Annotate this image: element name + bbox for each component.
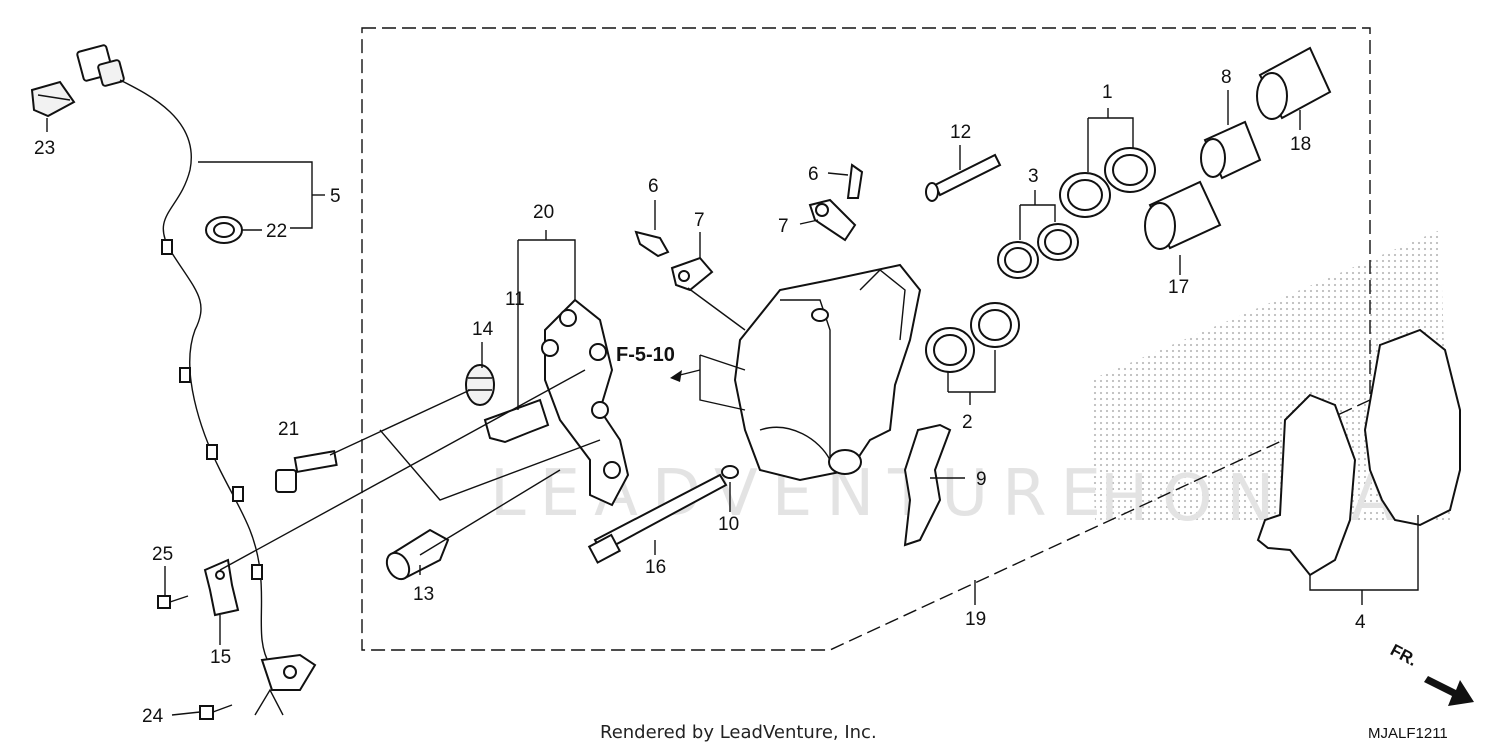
callout-6-left: 6 (648, 176, 659, 197)
callout-25: 25 (152, 544, 173, 565)
brake-pads-4 (1256, 328, 1461, 577)
front-direction-indicator: FR. (1387, 640, 1474, 706)
callout-17: 17 (1168, 277, 1189, 298)
callout-22: 22 (266, 221, 287, 242)
pad-spring-9 (903, 423, 952, 547)
reference-link-f-5-10[interactable]: F-5-10 (616, 344, 675, 366)
pin-13 (385, 528, 450, 581)
caliper-bracket-20 (541, 298, 630, 507)
bracket-15 (203, 558, 240, 617)
direction-label: FR. (1387, 640, 1420, 670)
callout-19: 19 (965, 609, 986, 630)
pin-16 (587, 473, 728, 564)
callout-15: 15 (210, 647, 231, 668)
callout-7-left: 7 (694, 210, 705, 231)
pin-12 (925, 153, 1002, 202)
bolt-24 (199, 704, 233, 720)
clip-23 (30, 80, 76, 118)
caliper-body (733, 263, 922, 482)
piston-18 (1256, 46, 1332, 120)
diagram-code: MJALF1211 (1368, 725, 1448, 742)
callout-6-right: 6 (808, 164, 819, 185)
boot-14 (465, 364, 495, 406)
direction-arrow-icon (1424, 676, 1474, 706)
callout-8: 8 (1221, 67, 1232, 88)
brand-watermark-text: HONDA (1100, 462, 1408, 536)
piston-17 (1144, 180, 1222, 250)
callout-3: 3 (1028, 166, 1039, 187)
retainer-11 (483, 398, 550, 444)
cap-7-left (670, 256, 714, 292)
seals-2 (925, 302, 1020, 373)
leader-lines (46, 90, 1419, 716)
callout-2: 2 (962, 412, 973, 433)
callout-18: 18 (1290, 134, 1311, 155)
callout-4: 4 (1355, 612, 1366, 633)
callout-12: 12 (950, 122, 971, 143)
piston-seals-1 (1059, 147, 1156, 218)
callout-14: 14 (472, 319, 494, 340)
bleeder-6-right (846, 163, 864, 199)
callout-23: 23 (34, 138, 55, 159)
clamp-22 (205, 216, 243, 244)
callout-11: 11 (505, 289, 525, 310)
seals-3 (997, 223, 1079, 279)
callout-1: 1 (1102, 82, 1113, 103)
callout-16: 16 (645, 557, 666, 578)
callout-5: 5 (330, 186, 341, 207)
cap-7-right (808, 198, 857, 242)
callout-21: 21 (278, 419, 299, 440)
assembly-boundary (361, 27, 1371, 651)
callout-10: 10 (718, 514, 739, 535)
callout-24: 24 (142, 706, 164, 727)
bleeder-6-left (634, 230, 670, 258)
callout-9: 9 (976, 469, 987, 490)
piston-8 (1200, 120, 1262, 180)
bolt-25 (157, 595, 189, 609)
footer-credit: Rendered by LeadVenture, Inc. (600, 722, 877, 743)
washer-10 (721, 465, 739, 479)
callout-7-right: 7 (778, 216, 789, 237)
callout-20: 20 (533, 202, 554, 223)
bolt-21 (275, 450, 338, 493)
callout-13: 13 (413, 584, 434, 605)
sensor-harness (76, 44, 317, 691)
callouts: 1 2 3 4 5 6 6 7 7 8 9 10 11 12 13 14 15 … (34, 67, 1366, 727)
